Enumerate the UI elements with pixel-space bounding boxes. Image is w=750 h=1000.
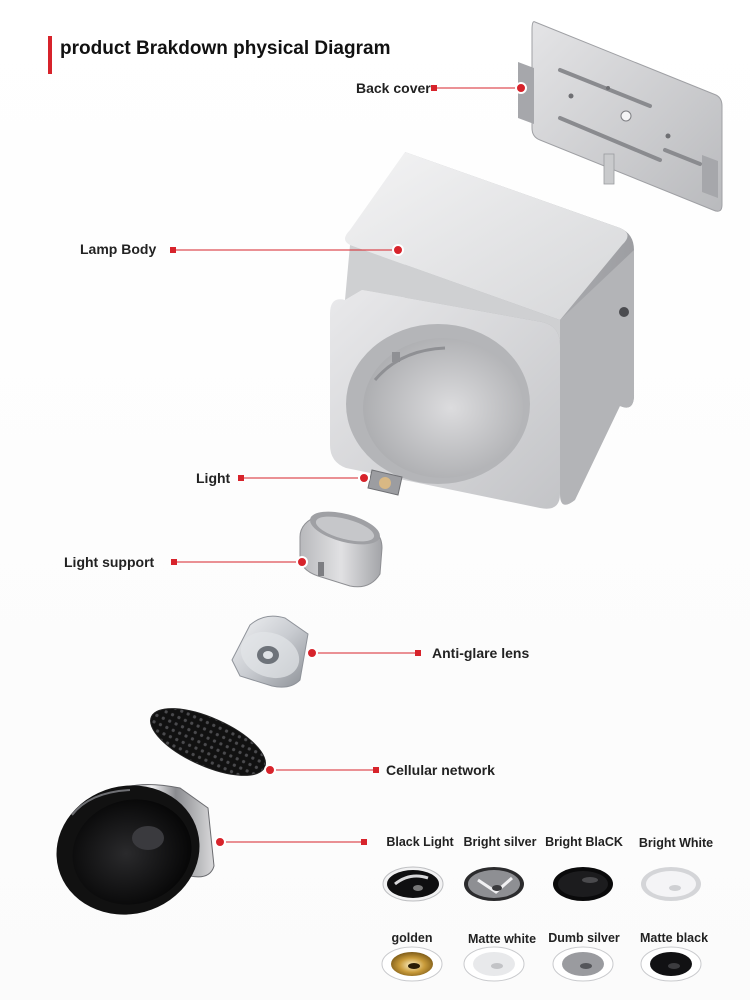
leader-square (373, 767, 379, 773)
leader-dot (306, 647, 318, 659)
leader-dots (170, 82, 527, 848)
label-light: Light (196, 470, 231, 486)
leader-square (361, 839, 367, 845)
label-anti-glare-lens: Anti-glare lens (432, 645, 530, 661)
swatch-bright-black (553, 867, 613, 901)
title-accent-bar (48, 36, 52, 74)
leader-lines (173, 87, 518, 843)
swatch-dumb-silver (552, 946, 614, 982)
finish-label-bright-black: Bright BlaCK (545, 835, 623, 849)
leader-square (171, 559, 177, 565)
reflector-part (56, 784, 215, 915)
finish-swatches-row2 (381, 946, 702, 982)
finish-label-dumb-silver: Dumb silver (548, 931, 620, 945)
leader-dot (214, 836, 226, 848)
finish-label-golden: golden (391, 931, 433, 945)
swatch-black-light (382, 866, 444, 902)
finish-label-matte-black: Matte black (639, 931, 709, 945)
leader-dot (358, 472, 370, 484)
label-back-cover: Back cover (356, 80, 431, 96)
leader-dot (264, 764, 276, 776)
finish-label-matte-white: Matte white (467, 932, 537, 946)
page-title: product Brakdown physical Diagram (60, 38, 391, 59)
label-cellular-network: Cellular network (386, 762, 495, 778)
leader-square (238, 475, 244, 481)
leader-dot (392, 244, 404, 256)
swatch-bright-white (641, 867, 701, 901)
leader-square (170, 247, 176, 253)
cellular-network-part (150, 708, 266, 776)
leader-square (431, 85, 437, 91)
finish-label-black-light: Black Light (386, 835, 454, 849)
leader-dot (515, 82, 527, 94)
finish-label-bright-silver: Bright silver (463, 835, 537, 849)
label-light-support: Light support (64, 554, 155, 570)
swatch-matte-black (640, 946, 702, 982)
light-support-part (299, 511, 383, 588)
finish-label-bright-white: Bright White (638, 836, 714, 850)
label-lamp-body: Lamp Body (80, 241, 157, 257)
leader-dot (296, 556, 308, 568)
finish-swatches-row1 (382, 866, 701, 902)
lamp-body-part (330, 152, 634, 509)
leader-square (415, 650, 421, 656)
swatch-golden (381, 946, 443, 982)
light-chip-part (367, 469, 403, 496)
swatch-bright-silver (464, 867, 524, 901)
back-cover-part (518, 21, 723, 212)
swatch-matte-white (463, 946, 525, 982)
anti-glare-lens-part (231, 615, 309, 688)
